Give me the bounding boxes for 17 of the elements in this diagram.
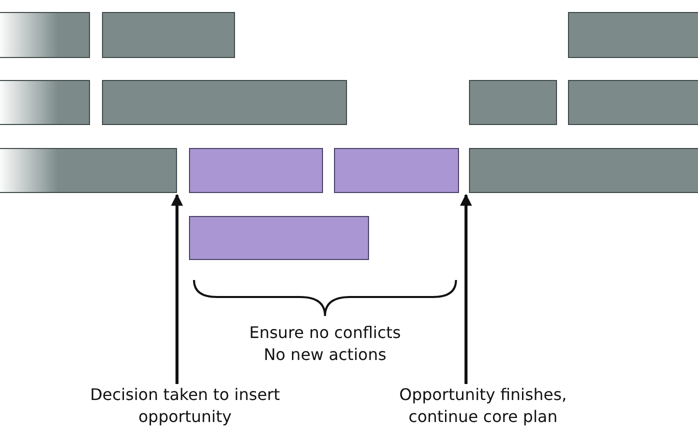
- annotation-text: Decision taken to insert opportunity: [85, 384, 285, 428]
- timeline-bar: [568, 80, 698, 125]
- timeline-bar: [568, 12, 698, 58]
- timeline-bar: [469, 80, 557, 125]
- timeline-bar: [469, 148, 698, 193]
- timeline-bar: [0, 12, 90, 58]
- timeline-bar: [102, 12, 235, 58]
- arrow: [171, 194, 183, 384]
- note-text: Ensure no conflicts No new actions: [248, 322, 402, 366]
- timeline-bar: [0, 148, 177, 193]
- timeline-bar: [0, 80, 90, 125]
- inserted-task-bar: [334, 148, 459, 193]
- arrow: [460, 194, 472, 384]
- timeline-bar: [102, 80, 347, 125]
- annotation-text: Opportunity finishes, continue core plan: [378, 384, 588, 428]
- inserted-task-bar: [189, 216, 369, 260]
- inserted-task-bar: [189, 148, 323, 193]
